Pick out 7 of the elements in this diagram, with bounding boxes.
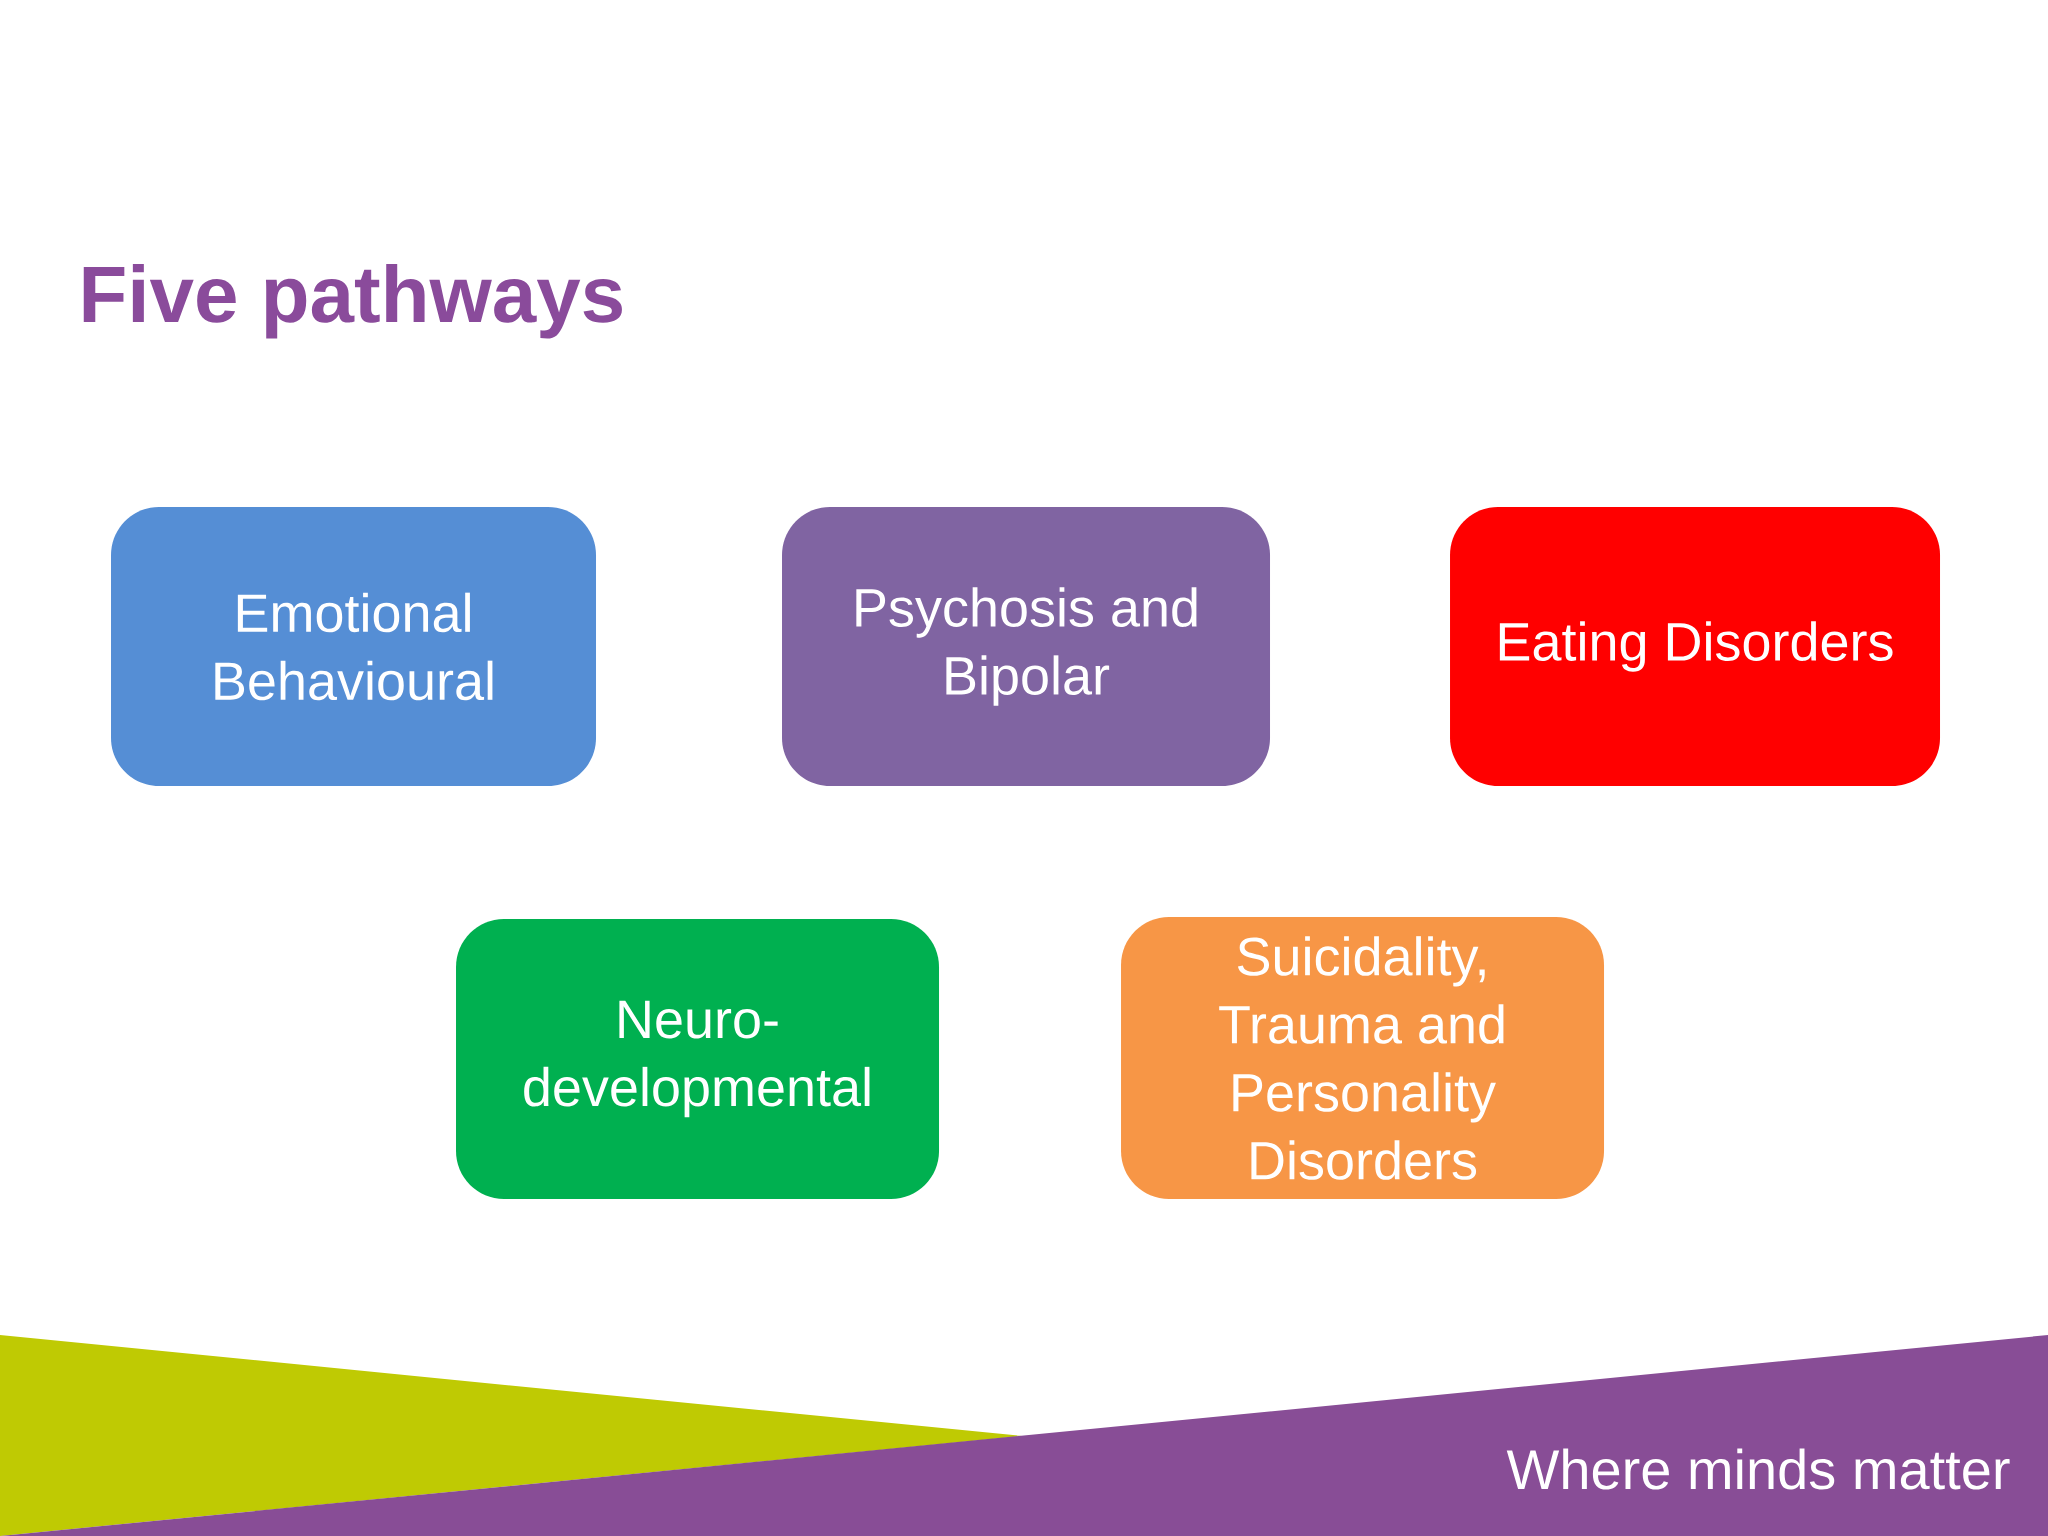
slide-title: Five pathways (83, 264, 622, 339)
pathway-box: Psychosis and Bipolar (782, 507, 1270, 786)
pathway-box: Eating Disorders (1450, 507, 1941, 786)
pathway-box: Suicidality, Trauma and Personality Disorders (1121, 917, 1605, 1199)
pathway-box: Neuro- developmental (456, 919, 939, 1199)
pathway-box: Emotional Behavioural (111, 507, 596, 786)
tagline-text: Where minds matter (1506, 1448, 2010, 1490)
